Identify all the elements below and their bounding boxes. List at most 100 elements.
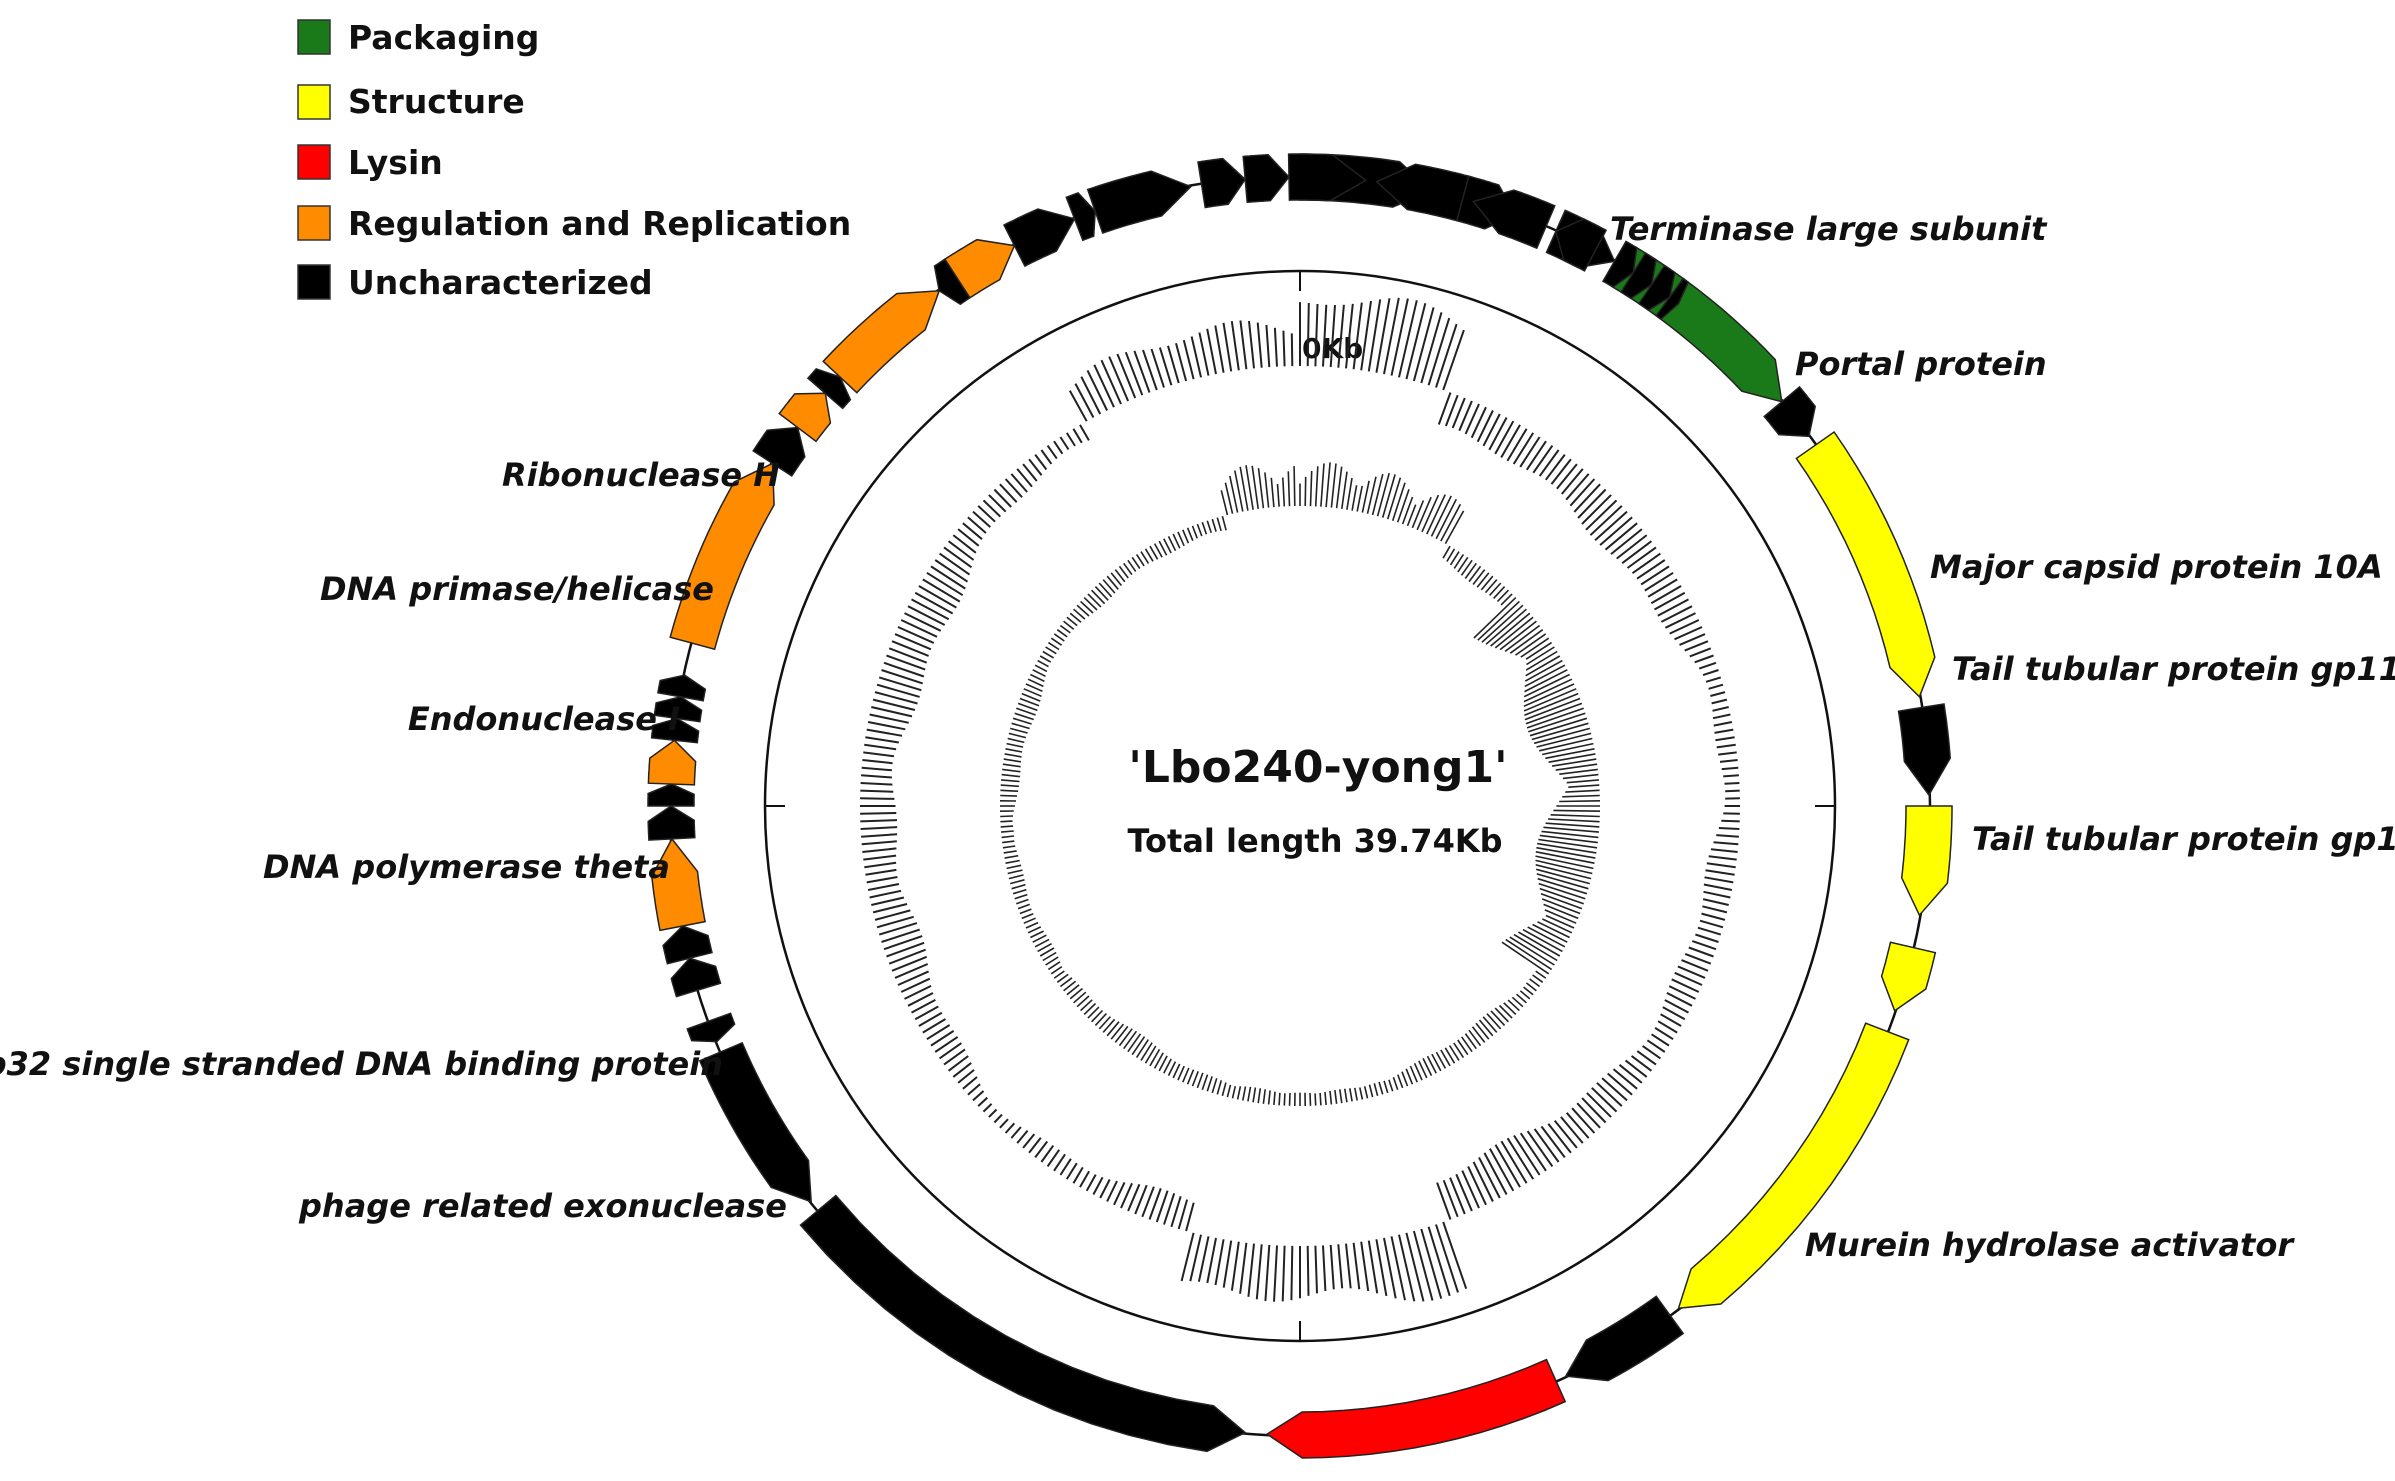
gc-bar: [982, 499, 1001, 518]
skew-bar: [1565, 789, 1600, 793]
gc-bar: [1182, 339, 1195, 380]
gc-bar: [1059, 1158, 1072, 1176]
lysin-swatch: [297, 144, 331, 180]
skew-bar: [1542, 742, 1594, 756]
skew-bar: [1471, 1026, 1486, 1043]
gc-bar: [1383, 1237, 1397, 1299]
gene-arrow-31: [1002, 208, 1076, 268]
skew-bar: [1535, 851, 1595, 864]
skew-bar: [1550, 814, 1600, 818]
gc-bar: [1436, 1182, 1452, 1220]
skew-bar: [1555, 763, 1598, 771]
gc-bar: [1711, 698, 1728, 705]
gc-bar: [1451, 397, 1466, 429]
gc-bar: [860, 782, 893, 786]
skew-bar: [1063, 620, 1075, 630]
skew-bar: [1536, 873, 1589, 890]
gc-bar: [1604, 522, 1638, 551]
gc-bar: [1390, 298, 1409, 376]
gc-bar: [866, 876, 898, 884]
skew-bar: [1114, 569, 1126, 583]
legend-item-packaging: Packaging: [297, 18, 539, 57]
gc-bar: [1702, 905, 1728, 914]
skew-bar: [1535, 970, 1547, 979]
gc-skew-track: [999, 462, 1601, 1107]
gc-bar: [1124, 351, 1144, 396]
gc-bar: [1657, 598, 1689, 617]
skew-bar: [1535, 868, 1591, 885]
skew-bar: [1066, 616, 1078, 627]
skew-bar: [1477, 600, 1520, 641]
skew-bar: [1094, 586, 1109, 601]
skew-bar: [1523, 683, 1575, 708]
gc-bar: [1610, 528, 1643, 555]
skew-bar: [1002, 845, 1016, 849]
skew-bar: [1401, 496, 1414, 525]
skew-bar: [1525, 655, 1561, 677]
skew-bar: [1543, 903, 1579, 920]
skew-bar: [1431, 1053, 1442, 1072]
gc-bar: [988, 494, 1007, 513]
gc-bar: [1239, 320, 1248, 370]
skew-bar: [1050, 965, 1063, 975]
label-exonuclease: phage related exonuclease: [298, 1187, 787, 1225]
gc-bar: [883, 661, 925, 678]
skew-bar: [1283, 1093, 1286, 1106]
gc-bar: [922, 578, 961, 603]
gc-bar: [1412, 1230, 1434, 1301]
skew-bar: [1464, 1033, 1477, 1050]
skew-bar: [1494, 616, 1534, 649]
gc-bar: [1571, 1107, 1596, 1134]
regulation-swatch: [297, 205, 331, 241]
gene-arrow-21: [650, 717, 700, 744]
skew-bar: [1073, 608, 1086, 620]
skew-bar: [1252, 1087, 1257, 1103]
skew-bar: [1453, 553, 1465, 569]
gene-arrow-42: [1637, 264, 1676, 312]
skew-bar: [1001, 773, 1021, 778]
skew-bar: [1008, 874, 1024, 880]
skew-bar: [1216, 1080, 1223, 1095]
skew-bar: [1544, 909, 1577, 924]
gc-bar: [1264, 1244, 1271, 1302]
gc-bar: [1206, 1237, 1217, 1284]
skew-bar: [1373, 1083, 1379, 1097]
skew-bar: [1216, 517, 1222, 532]
skew-bar: [1118, 1028, 1133, 1047]
gc-bar: [999, 1118, 1009, 1129]
gc-bar: [1697, 926, 1722, 936]
gc-bar: [1177, 1199, 1189, 1230]
gc-bar: [1068, 390, 1088, 422]
skew-bar: [1349, 1088, 1353, 1102]
gc-bar: [1596, 1082, 1623, 1107]
skew-bar: [1094, 1013, 1107, 1026]
gc-bar: [1532, 445, 1554, 474]
skew-bar: [1535, 864, 1592, 880]
gc-bar: [962, 1076, 978, 1090]
gene-primase: [822, 289, 941, 394]
gc-bar: [1085, 1174, 1097, 1192]
gc-bar: [1405, 303, 1427, 380]
skew-bar: [1334, 1090, 1338, 1104]
skew-bar: [1080, 999, 1093, 1012]
skew-bar: [1551, 758, 1597, 767]
skew-bar: [1482, 1016, 1498, 1033]
skew-bar: [1473, 597, 1517, 639]
gc-bar: [1488, 417, 1508, 451]
skew-bar: [1000, 789, 1019, 792]
label-endonuclease: Endonuclease I: [408, 700, 680, 738]
skew-bar: [1539, 834, 1598, 844]
gc-bar: [1647, 578, 1678, 598]
gc-bar: [1703, 890, 1731, 899]
gc-bar: [874, 691, 918, 705]
skew-bar: [1464, 562, 1477, 579]
skew-bar: [1536, 846, 1596, 859]
gc-bar: [1108, 356, 1130, 402]
gc-bar: [1500, 424, 1521, 458]
gc-bar: [1710, 691, 1726, 697]
gc-bar: [1099, 1179, 1111, 1199]
skew-bar: [1509, 936, 1555, 966]
label-gp11: Tail tubular protein gp11: [1952, 650, 2395, 688]
skew-bar: [1341, 471, 1348, 510]
gene-arrow-10: [1564, 1295, 1685, 1382]
